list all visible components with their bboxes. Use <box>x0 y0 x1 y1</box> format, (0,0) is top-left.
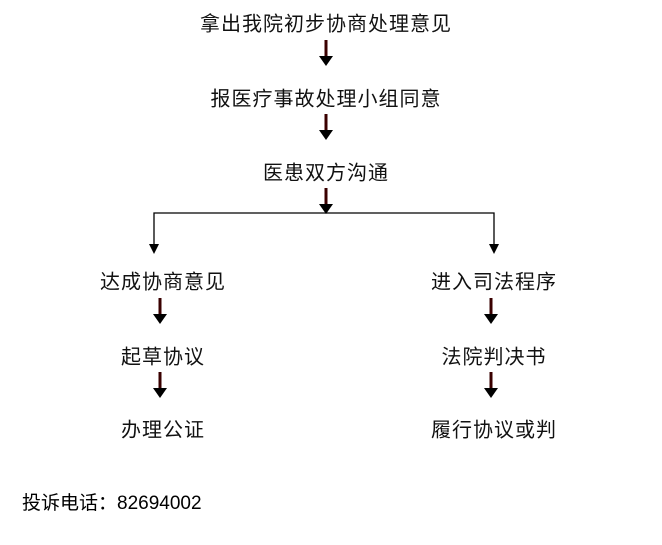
step-2: 报医疗事故处理小组同意 <box>210 86 442 111</box>
phone-label: 投诉电话： <box>22 493 118 514</box>
right-step-2: 法院判决书 <box>441 344 547 369</box>
step-3: 医患双方沟通 <box>263 160 389 185</box>
complaint-phone: 投诉电话：82694002 <box>22 488 202 515</box>
right-step-1: 进入司法程序 <box>431 269 557 294</box>
step-1: 拿出我院初步协商处理意见 <box>200 11 452 36</box>
branch-line <box>153 212 495 246</box>
left-step-3: 办理公证 <box>121 417 205 442</box>
left-step-1: 达成协商意见 <box>100 269 226 294</box>
right-step-3: 履行协议或判 <box>431 417 557 442</box>
left-step-2: 起草协议 <box>121 344 205 369</box>
phone-number: 82694002 <box>117 493 202 514</box>
